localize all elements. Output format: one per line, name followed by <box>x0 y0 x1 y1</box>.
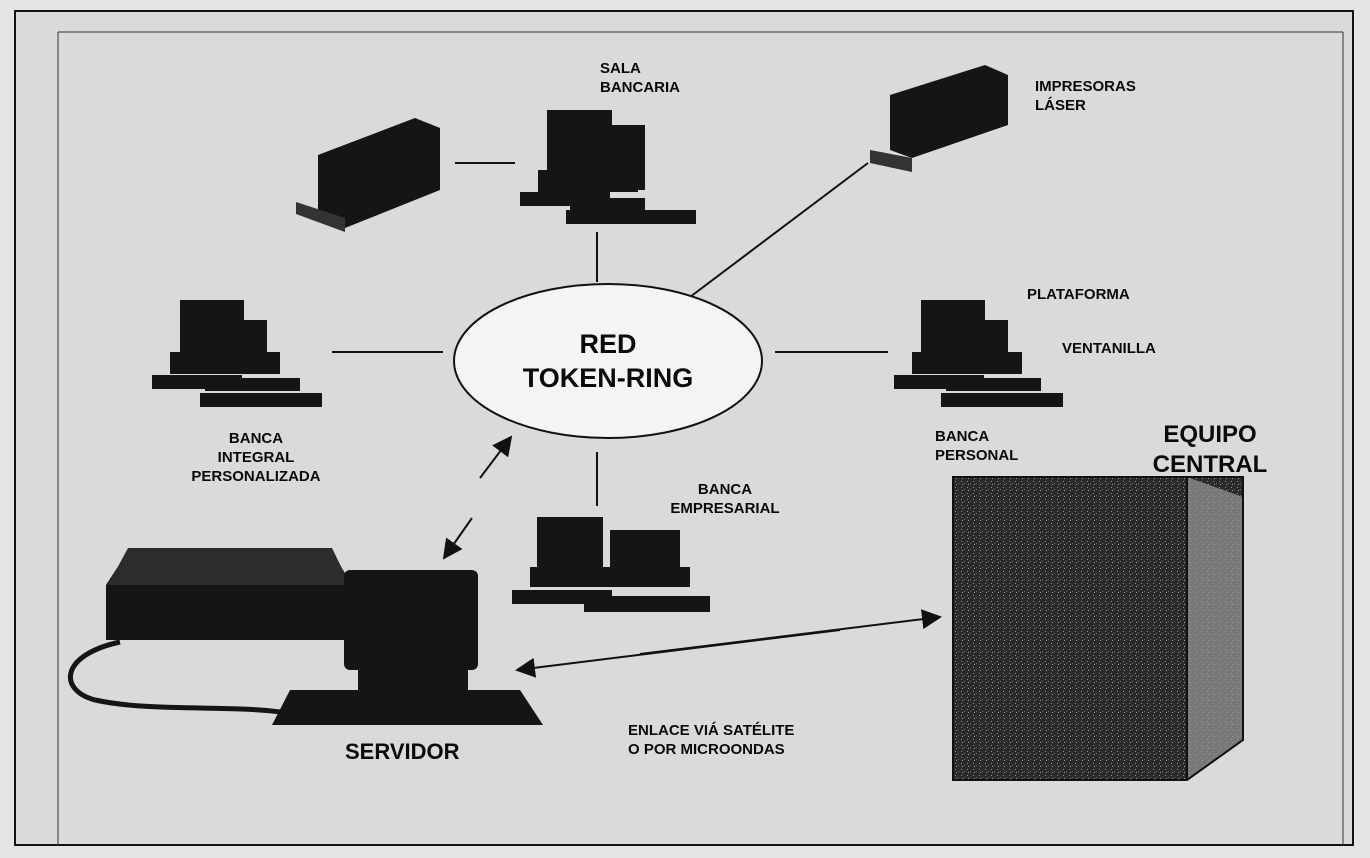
mainframe-icon <box>953 477 1243 780</box>
label-sala-bancaria: SALA BANCARIA <box>600 60 680 98</box>
banca-empresarial-line2: EMPRESARIAL <box>660 500 790 519</box>
banca-integral-line1: BANCA <box>172 430 340 449</box>
enlace-line1: ENLACE VIÁ SATÉLITE <box>628 722 794 741</box>
terminal-icon-banca-personal <box>894 300 1063 407</box>
impresoras-laser-line1: IMPRESORAS <box>1035 78 1136 97</box>
banca-integral-line2: INTEGRAL <box>172 449 340 468</box>
terminal-icon-banca-integral <box>152 300 322 407</box>
cable-icon <box>70 642 280 712</box>
enlace-line2: O POR MICROONDAS <box>628 741 794 760</box>
arrow-to-servidor <box>444 518 472 558</box>
sala-bancaria-line1: SALA <box>600 60 680 79</box>
banca-personal-line1: BANCA <box>935 428 1018 447</box>
laser-printer-icon <box>870 65 1008 172</box>
label-equipo-central: EQUIPO CENTRAL <box>1140 420 1280 480</box>
terminal-icon-banca-empresarial <box>512 517 710 612</box>
arrows <box>444 437 940 670</box>
terminal-icon-sala-bancaria <box>520 110 696 224</box>
label-ventanilla: VENTANILLA <box>1062 340 1156 359</box>
banca-personal-line2: PERSONAL <box>935 447 1018 466</box>
equipo-central-line1: EQUIPO <box>1140 420 1280 450</box>
server-icon <box>106 548 543 725</box>
ring-label-line1: RED <box>456 328 760 362</box>
label-banca-integral: BANCA INTEGRAL PERSONALIZADA <box>172 430 340 486</box>
label-banca-personal: BANCA PERSONAL <box>935 428 1018 466</box>
banca-integral-line3: PERSONALIZADA <box>172 468 340 487</box>
equipo-central-line2: CENTRAL <box>1140 450 1280 480</box>
printer-icon <box>296 118 440 232</box>
label-impresoras-laser: IMPRESORAS LÁSER <box>1035 78 1136 116</box>
sala-bancaria-line2: BANCARIA <box>600 79 680 98</box>
label-plataforma: PLATAFORMA <box>1027 286 1130 305</box>
banca-empresarial-line1: BANCA <box>660 481 790 500</box>
impresoras-laser-line2: LÁSER <box>1035 97 1136 116</box>
label-banca-empresarial: BANCA EMPRESARIAL <box>660 481 790 519</box>
label-servidor: SERVIDOR <box>345 738 460 766</box>
arrow-to-servidor-link <box>517 630 840 670</box>
link-ring-laser <box>690 163 868 297</box>
ring-label: RED TOKEN-RING <box>456 328 760 396</box>
arrow-to-ring <box>480 437 511 478</box>
ring-label-line2: TOKEN-RING <box>456 362 760 396</box>
label-enlace: ENLACE VIÁ SATÉLITE O POR MICROONDAS <box>628 722 794 760</box>
